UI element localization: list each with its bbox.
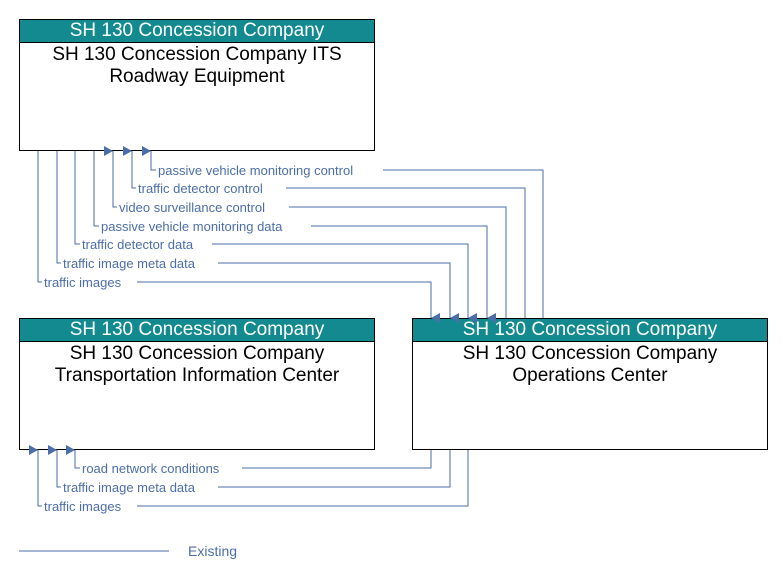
flow-label-traffic-detector-data: traffic detector data bbox=[82, 237, 194, 252]
flow-line-road-network-conditions bbox=[66, 445, 432, 469]
flow-line-traffic-detector-data bbox=[74, 151, 477, 323]
flow-label-road-network-conditions: road network conditions bbox=[82, 461, 220, 476]
flow-line-video-surveillance-control bbox=[104, 146, 507, 318]
flow-label-passive-vehicle-monitoring-control: passive vehicle monitoring control bbox=[158, 163, 353, 178]
flow-line-traffic-image-meta-data-2 bbox=[48, 445, 451, 488]
operations-center-title: SH 130 Concession Company Operations Cen… bbox=[462, 343, 718, 386]
flow-label-traffic-image-meta-data-1: traffic image meta data bbox=[63, 256, 196, 271]
flow-label-traffic-images-2: traffic images bbox=[44, 499, 122, 514]
operations-center-box[interactable]: SH 130 Concession Company SH 130 Concess… bbox=[412, 318, 768, 450]
legend-label-existing: Existing bbox=[188, 543, 237, 559]
flow-label-video-surveillance-control: video surveillance control bbox=[119, 200, 265, 215]
flow-label-traffic-images-1: traffic images bbox=[44, 275, 122, 290]
tic-title: SH 130 Concession Company Transportation… bbox=[54, 343, 340, 386]
flow-label-traffic-image-meta-data-2: traffic image meta data bbox=[63, 480, 196, 495]
flow-line-traffic-detector-control bbox=[123, 146, 526, 318]
flow-line-traffic-image-meta-data-1 bbox=[56, 151, 459, 323]
operations-center-header: SH 130 Concession Company bbox=[413, 319, 767, 342]
flow-label-passive-vehicle-monitoring-data: passive vehicle monitoring data bbox=[101, 219, 283, 234]
roadway-equipment-title: SH 130 Concession Company ITS Roadway Eq… bbox=[52, 44, 342, 87]
flow-label-traffic-detector-control: traffic detector control bbox=[138, 181, 263, 196]
roadway-equipment-header: SH 130 Concession Company bbox=[20, 20, 374, 43]
roadway-equipment-box[interactable]: SH 130 Concession Company SH 130 Concess… bbox=[19, 19, 375, 151]
flow-line-traffic-images-2 bbox=[29, 445, 469, 507]
tic-box[interactable]: SH 130 Concession Company SH 130 Concess… bbox=[19, 318, 375, 450]
tic-header: SH 130 Concession Company bbox=[20, 319, 374, 342]
flow-line-traffic-images-1 bbox=[37, 151, 440, 323]
